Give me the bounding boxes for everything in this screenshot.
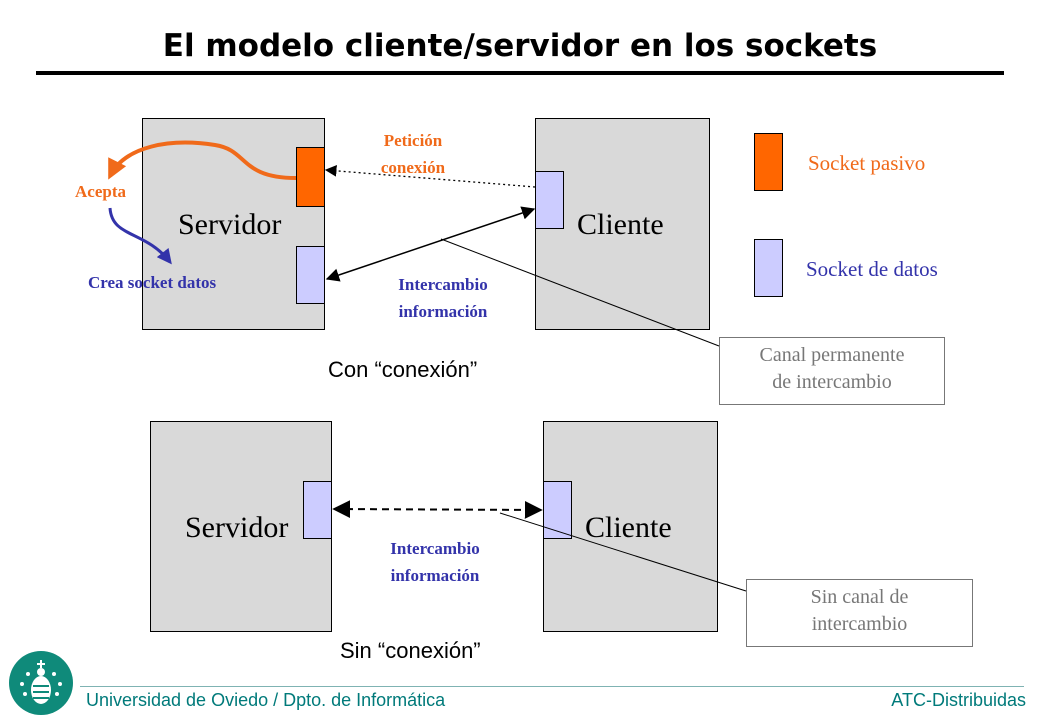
request-label: Petición conexión <box>368 127 458 181</box>
request-arrow <box>324 165 536 188</box>
legend-passive-swatch <box>754 133 783 191</box>
bottom-server-socket <box>303 481 332 539</box>
top-server-passive-socket <box>296 147 325 207</box>
top-caption: Con “conexión” <box>328 357 478 382</box>
legend-data-label: Socket de datos <box>806 257 938 281</box>
legend-passive-label: Socket pasivo <box>808 151 926 175</box>
bottom-exchange-line1: Intercambio <box>390 539 480 558</box>
callout-no-channel-line2: intercambio <box>811 613 908 635</box>
bottom-exchange-label: Intercambio información <box>360 535 510 589</box>
request-label-line1: Petición <box>383 131 443 150</box>
callout-no-channel: Sin canal de intercambio <box>746 579 973 647</box>
callout-permanent: Canal permanente de intercambio <box>719 337 945 405</box>
bottom-client-label: Cliente <box>585 511 672 544</box>
accept-arrow <box>108 140 297 180</box>
footer-left: Universidad de Oviedo / Dpto. de Informá… <box>86 690 446 710</box>
bottom-server-box <box>150 421 332 632</box>
callout-no-channel-line1: Sin canal de <box>810 586 909 608</box>
bottom-server-label: Servidor <box>185 511 289 544</box>
top-client-socket <box>535 171 564 229</box>
accept-label: Acepta <box>75 182 126 201</box>
bottom-client-box <box>543 421 718 632</box>
create-socket-label: Crea socket datos <box>88 273 217 292</box>
top-exchange-arrow <box>325 206 536 282</box>
top-exchange-line2: información <box>398 302 488 321</box>
request-label-line2: conexión <box>380 158 446 177</box>
page-title: El modelo cliente/servidor en los socket… <box>162 28 878 64</box>
university-logo <box>9 651 73 715</box>
top-client-box <box>535 118 710 330</box>
top-client-label: Cliente <box>577 208 664 241</box>
callout-permanent-line2: de intercambio <box>772 371 892 393</box>
top-server-data-socket <box>296 246 325 304</box>
footer-right: ATC-Distribuidas <box>891 690 1026 710</box>
create-socket-arrow <box>108 207 172 265</box>
legend-data-swatch <box>754 239 783 297</box>
top-server-label: Servidor <box>178 208 282 241</box>
bottom-exchange-line2: información <box>390 566 480 585</box>
title-divider <box>36 71 1004 75</box>
bottom-exchange-arrow <box>332 500 543 519</box>
bottom-caption: Sin “conexión” <box>340 638 481 663</box>
callout-permanent-pointer <box>440 238 720 347</box>
footer-divider <box>80 686 1024 687</box>
bottom-client-socket <box>543 481 572 539</box>
callout-permanent-line1: Canal permanente <box>759 344 905 366</box>
callout-no-channel-pointer <box>499 512 747 592</box>
